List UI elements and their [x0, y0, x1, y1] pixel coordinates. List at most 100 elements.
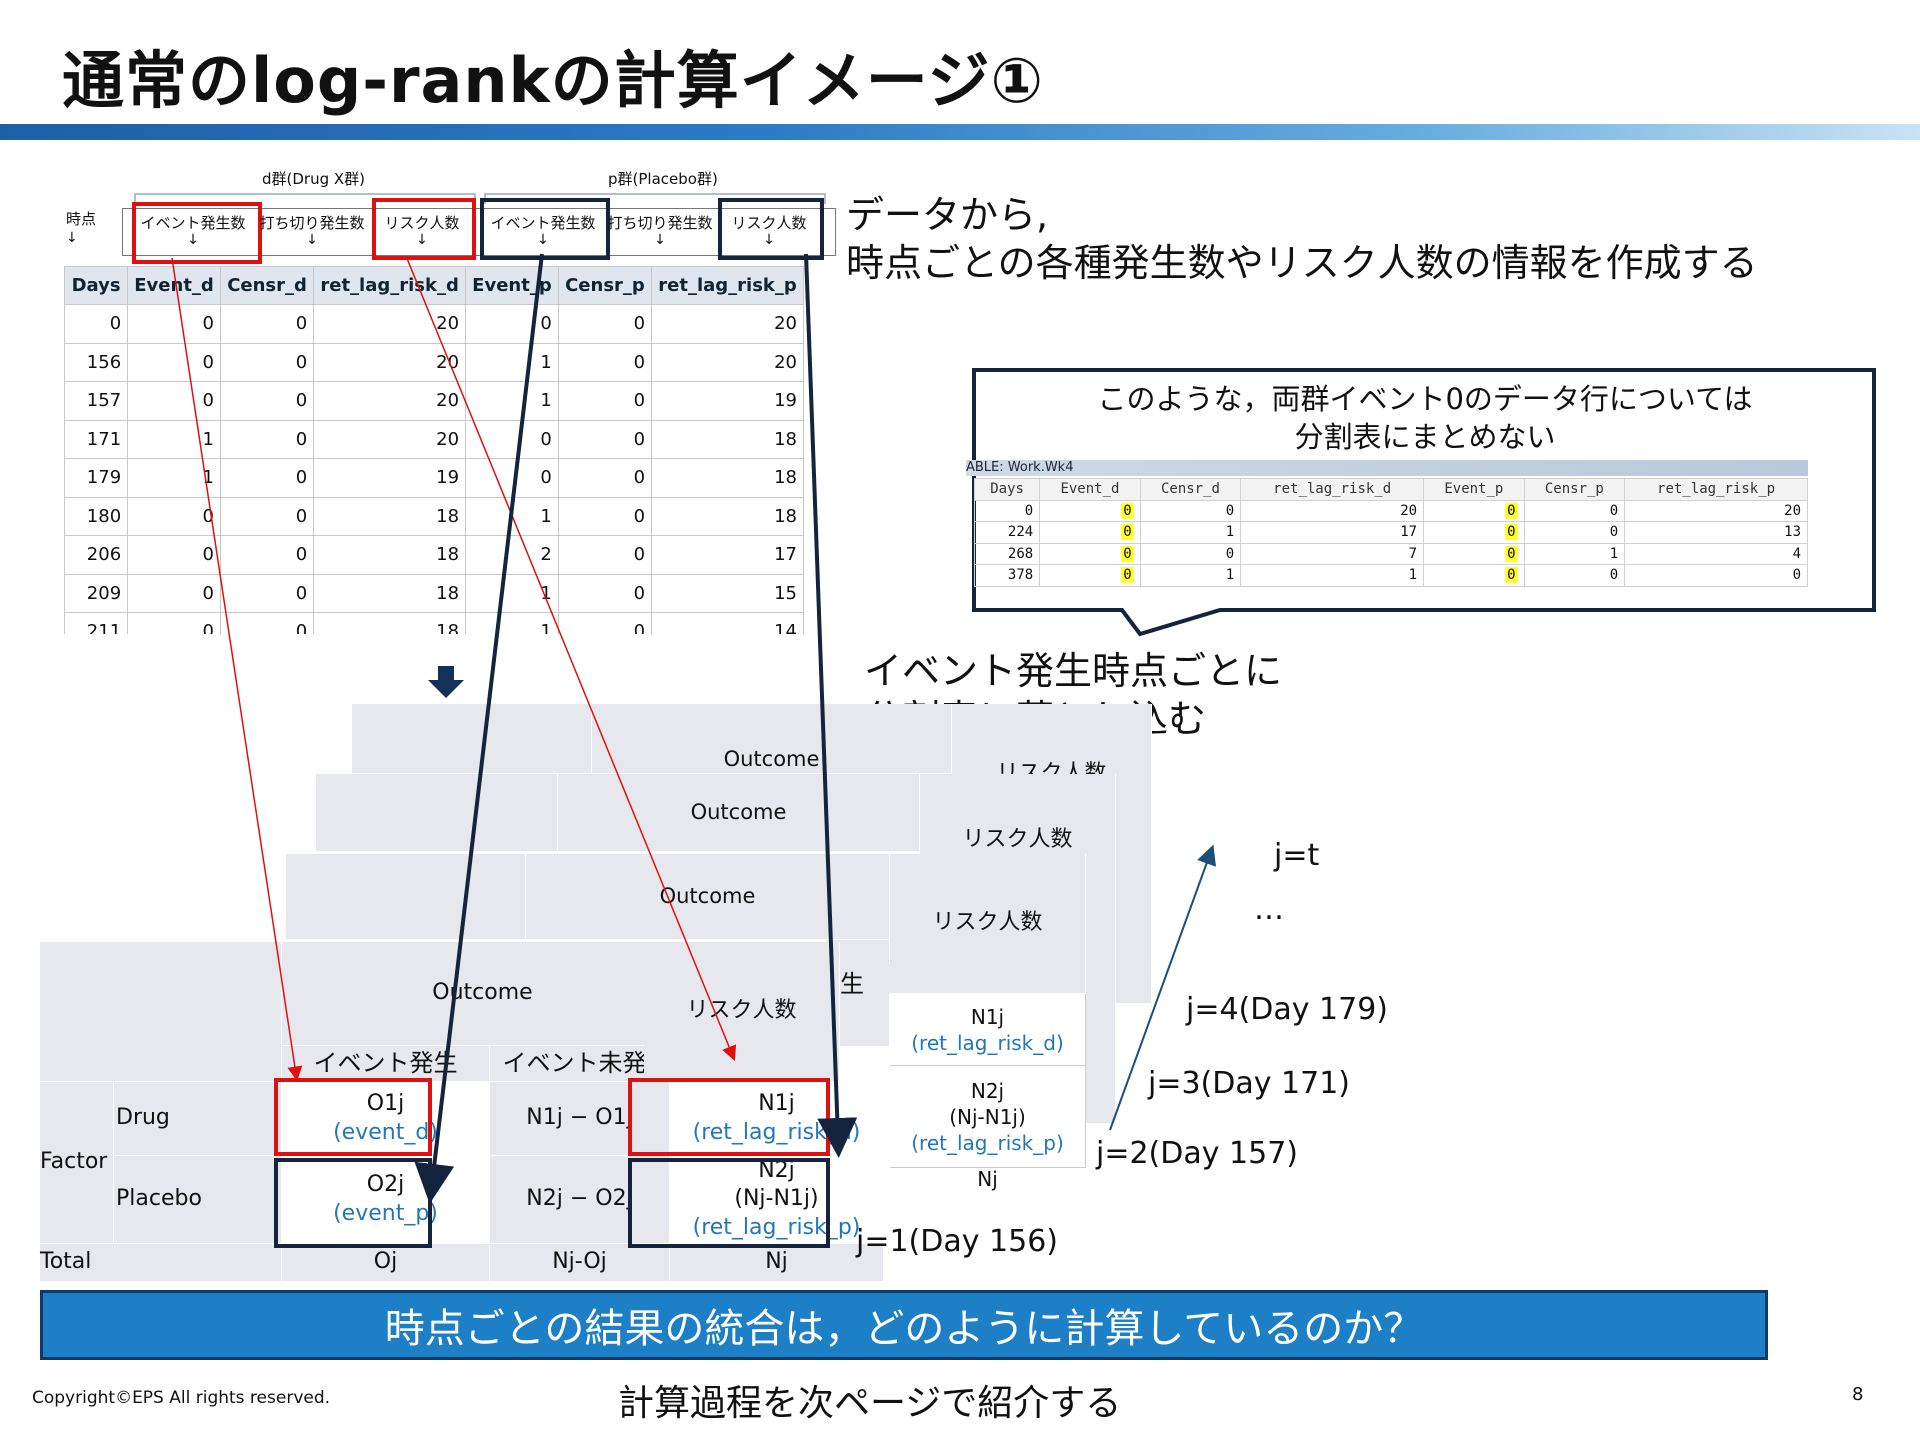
arrow-mark: ↓: [306, 232, 318, 248]
table-header-row: Days Event_d Censr_d ret_lag_risk_d Even…: [64, 266, 804, 305]
n2j-front-cell: N2j(Nj-N1j)(ret_lag_risk_p): [670, 1156, 884, 1244]
arrow-mark: ↓: [763, 232, 775, 248]
table-cell: 0: [557, 419, 653, 459]
event-d-highlight: [132, 202, 262, 264]
n1j-text: N1j: [970, 1004, 1005, 1029]
table-cell: 18: [313, 612, 467, 634]
callout-table-caption: ABLE: Work.Wk4: [966, 460, 1808, 476]
col-label-censor-p: 打ち切り発生数: [607, 214, 713, 232]
arrow-mark: ↓: [537, 232, 549, 248]
table-cell: 17: [651, 535, 804, 575]
n2j-highlight: [628, 1158, 830, 1248]
data-table: Days Event_d Censr_d ret_lag_risk_d Even…: [64, 266, 804, 634]
next-page-note: 計算過程を次ページで紹介する: [618, 1383, 1122, 1424]
oj-cell: Oj: [282, 1244, 490, 1282]
header-censr-d: Censr_d: [1139, 478, 1242, 501]
table-cell: 0: [219, 304, 315, 344]
j1-label: j=1(Day 156): [856, 1224, 1059, 1259]
event-p-highlight: [480, 198, 610, 260]
table-cell: 20: [313, 381, 467, 421]
placebo-label: Placebo: [114, 1156, 282, 1244]
table-cell: 0: [219, 419, 315, 459]
header-days: Days: [64, 266, 129, 305]
group-p-label: p群(Placebo群): [608, 170, 718, 188]
event-partial-label: 生: [840, 964, 890, 998]
table-cell: 20: [651, 342, 804, 382]
table-cell: 1: [1240, 564, 1425, 587]
table-cell: 0: [557, 342, 653, 382]
col-label-censor-d: 打ち切り発生数: [259, 214, 365, 232]
table-cell: 15: [651, 573, 804, 613]
table-cell: 20: [313, 419, 467, 459]
outcome-label: Outcome: [282, 942, 684, 1046]
table-cell: 0: [1039, 542, 1141, 565]
j2-label: j=2(Day 157): [1096, 1136, 1299, 1171]
survival-data-table: Days Event_d Censr_d ret_lag_risk_d Even…: [64, 266, 804, 634]
table-cell: 14: [651, 612, 804, 634]
n2j-expr: (Nj-N1j): [734, 1186, 819, 1212]
table-cell: 211: [64, 612, 129, 634]
header-days: Days: [973, 478, 1041, 501]
drug-label: Drug: [114, 1082, 282, 1156]
filtered-data-table: Days Event_d Censr_d ret_lag_risk_d Even…: [973, 478, 1808, 587]
question-banner: 時点ごとの結果の統合は，どのように計算しているのか？: [40, 1290, 1768, 1360]
table-cell: 0: [1039, 499, 1141, 522]
table-cell: 171: [64, 419, 129, 459]
n2j-minus-o2j: N2j − O2j: [490, 1156, 670, 1244]
total-label: Total: [40, 1244, 282, 1282]
highlighted-value: 0: [1505, 524, 1518, 541]
table-cell: 0: [1624, 564, 1808, 587]
table-cell: 156: [64, 342, 129, 382]
arrow-j-sequence: [1109, 844, 1216, 1131]
arrow-mark: ↓: [187, 232, 199, 248]
highlighted-value: 0: [1121, 524, 1134, 541]
page-title: 通常のlog-rankの計算イメージ①: [62, 44, 1044, 117]
note-data-line1: データから,: [846, 193, 1049, 237]
header-frame: [122, 208, 836, 256]
group-d-label: d群(Drug X群): [262, 170, 366, 188]
highlighted-value: 0: [1121, 502, 1134, 519]
outcome-label: Outcome: [592, 704, 952, 774]
arrow-mark: ↓: [654, 232, 666, 248]
table-cell: 1: [465, 342, 559, 382]
n1j-var: (ret_lag_risk_d): [911, 1030, 1064, 1055]
risk-count-label: リスク人数: [890, 854, 1086, 994]
n2j-var: (ret_lag_risk_p): [692, 1214, 861, 1240]
risk-count-label: リスク人数: [644, 942, 840, 1082]
o1j-cell: O1j(event_d): [282, 1082, 490, 1156]
highlighted-value: 0: [1505, 502, 1518, 519]
factor-label: Factor: [40, 1082, 114, 1244]
j-dots-label: …: [1254, 892, 1284, 927]
n1j-minus-o1j: N1j − O1j: [490, 1082, 670, 1156]
highlighted-value: 0: [1505, 545, 1518, 562]
col-label-event-d: イベント発生数: [140, 214, 246, 232]
time-label: 時点: [66, 210, 97, 228]
table-cell: 18: [651, 458, 804, 498]
header-risk-p: ret_lag_risk_p: [651, 266, 804, 305]
table-cell: 18: [651, 496, 804, 536]
table-cell: 18: [651, 419, 804, 459]
table-cell: 0: [219, 612, 315, 634]
j3-label: j=3(Day 171): [1148, 1066, 1351, 1101]
time-arrow: ↓: [66, 230, 78, 246]
n1j-cell: N1j(ret_lag_risk_d): [890, 994, 1086, 1066]
risk-d-highlight: [372, 198, 476, 260]
table-cell: 19: [313, 458, 467, 498]
nj-front-cell: Nj: [670, 1244, 884, 1282]
col-label-risk-p: リスク人数: [731, 214, 807, 232]
table-cell: 18: [313, 535, 467, 575]
highlighted-value: 0: [1505, 567, 1518, 584]
outcome-label: Outcome: [558, 774, 920, 852]
table-cell: 0: [557, 458, 653, 498]
table-cell: 0: [1523, 564, 1626, 587]
table-cell: 0: [1423, 564, 1525, 587]
